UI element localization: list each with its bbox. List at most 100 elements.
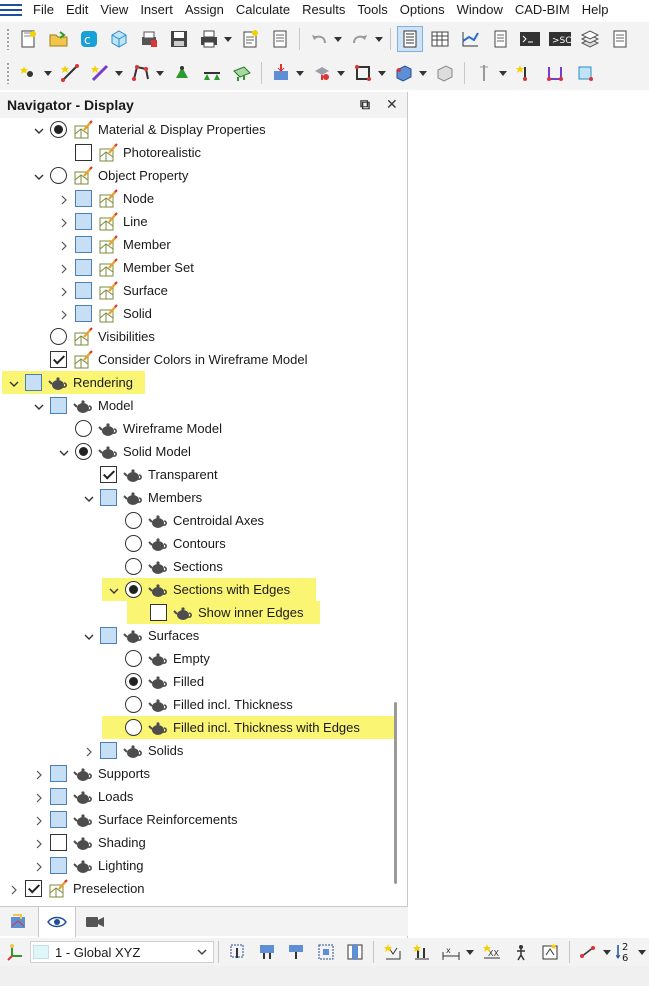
- menu-help[interactable]: Help: [581, 2, 609, 17]
- view-node-icon[interactable]: [225, 939, 250, 965]
- tab-data[interactable]: [0, 907, 38, 937]
- tree-item[interactable]: Contours: [0, 532, 396, 555]
- tree-item[interactable]: Consider Colors in Wireframe Model: [0, 348, 396, 371]
- chevron-right-icon[interactable]: [34, 837, 44, 849]
- radio-button[interactable]: [125, 512, 142, 529]
- checkbox[interactable]: [25, 880, 42, 897]
- redo-dropdown-icon[interactable]: [375, 36, 383, 42]
- checkbox[interactable]: [75, 144, 92, 161]
- print-preview-icon[interactable]: [136, 26, 162, 52]
- float-window-icon[interactable]: ⧉: [360, 96, 370, 112]
- radio-button[interactable]: [125, 535, 142, 552]
- chevron-down-icon[interactable]: [34, 400, 44, 410]
- tree-item[interactable]: Shading: [0, 831, 396, 854]
- node-dropdown-icon[interactable]: [44, 70, 52, 76]
- print-dropdown-icon[interactable]: [224, 36, 232, 42]
- checkbox[interactable]: [100, 742, 117, 759]
- support-new-icon[interactable]: [169, 60, 195, 86]
- checkbox[interactable]: [50, 765, 67, 782]
- support-line-icon[interactable]: [199, 60, 225, 86]
- tree-item[interactable]: Sections: [0, 555, 396, 578]
- frame-icon[interactable]: [350, 60, 376, 86]
- member-new-icon[interactable]: [87, 60, 113, 86]
- chevron-right-icon[interactable]: [34, 814, 44, 826]
- load-wizard-dropdown-icon[interactable]: [337, 70, 345, 76]
- box-icon[interactable]: [432, 60, 458, 86]
- menu-edit[interactable]: Edit: [65, 2, 89, 17]
- undo-dropdown-icon[interactable]: [334, 36, 342, 42]
- checkbox[interactable]: [50, 811, 67, 828]
- new-model-icon[interactable]: [16, 26, 42, 52]
- view-frame-icon[interactable]: [313, 939, 338, 965]
- tree-item[interactable]: Lighting: [0, 854, 396, 877]
- show-members-icon[interactable]: [410, 939, 435, 965]
- show-dimensions-icon[interactable]: x: [439, 939, 464, 965]
- solid-block-icon[interactable]: [391, 60, 417, 86]
- menu-results[interactable]: Results: [302, 2, 346, 17]
- tab-views[interactable]: [76, 907, 114, 937]
- tree-item[interactable]: Show inner Edges: [0, 601, 396, 624]
- checkbox[interactable]: [75, 213, 92, 230]
- tree-item[interactable]: Solid Model: [0, 440, 396, 463]
- radio-button[interactable]: [75, 420, 92, 437]
- graph-icon[interactable]: [457, 26, 483, 52]
- menu-cad-bim[interactable]: CAD-BIM: [514, 2, 570, 17]
- show-figure-icon[interactable]: [508, 939, 533, 965]
- frame-dropdown-icon[interactable]: [378, 70, 386, 76]
- node-mark-icon[interactable]: [512, 60, 538, 86]
- print-icon[interactable]: [196, 26, 222, 52]
- toolbar-grip[interactable]: [6, 62, 10, 84]
- redo-icon[interactable]: [347, 26, 373, 52]
- chevron-right-icon[interactable]: [59, 308, 69, 320]
- tree-item[interactable]: Preselection: [0, 877, 396, 898]
- node-new-icon[interactable]: [16, 60, 42, 86]
- dimensions-dropdown-icon[interactable]: [466, 949, 475, 955]
- show-xx-icon[interactable]: XX: [479, 939, 504, 965]
- view-support-icon[interactable]: [255, 939, 280, 965]
- view-member-icon[interactable]: [284, 939, 309, 965]
- chevron-right-icon[interactable]: [34, 860, 44, 872]
- chevron-right-icon[interactable]: [59, 216, 69, 228]
- checkbox[interactable]: [50, 857, 67, 874]
- tree-item[interactable]: Photorealistic: [0, 141, 396, 164]
- close-icon[interactable]: ✕: [386, 96, 398, 112]
- chevron-right-icon[interactable]: [59, 239, 69, 251]
- chevron-right-icon[interactable]: [59, 193, 69, 205]
- show-values-icon[interactable]: [538, 939, 563, 965]
- tree-item[interactable]: Filled: [0, 670, 396, 693]
- numbering-dropdown-icon[interactable]: [637, 949, 646, 955]
- coordinate-system-icon[interactable]: [6, 939, 24, 965]
- support-surface-icon[interactable]: [229, 60, 255, 86]
- open-folder-icon[interactable]: [46, 26, 72, 52]
- view-section-icon[interactable]: [342, 939, 367, 965]
- checkbox[interactable]: [75, 282, 92, 299]
- tree-item[interactable]: Model: [0, 394, 396, 417]
- navigator-panel-icon[interactable]: [397, 26, 423, 52]
- radio-button[interactable]: [75, 443, 92, 460]
- tree-item[interactable]: Surfaces: [0, 624, 396, 647]
- checkbox[interactable]: [50, 788, 67, 805]
- undo-icon[interactable]: [306, 26, 332, 52]
- tree-item[interactable]: Object Property: [0, 164, 396, 187]
- radio-button[interactable]: [125, 719, 142, 736]
- load-dropdown-icon[interactable]: [296, 70, 304, 76]
- script-sc-icon[interactable]: >SC: [547, 26, 573, 52]
- tree-item[interactable]: Member: [0, 233, 396, 256]
- radio-button[interactable]: [125, 650, 142, 667]
- menu-tools[interactable]: Tools: [357, 2, 388, 17]
- member-dropdown-icon[interactable]: [115, 70, 123, 76]
- tree-item[interactable]: Filled incl. Thickness with Edges: [0, 716, 396, 739]
- document-icon[interactable]: [487, 26, 513, 52]
- radio-button[interactable]: [50, 167, 67, 184]
- menu-window[interactable]: Window: [456, 2, 503, 17]
- tree-item[interactable]: Empty: [0, 647, 396, 670]
- layers-icon[interactable]: [577, 26, 603, 52]
- member-set-icon[interactable]: [542, 60, 568, 86]
- tree-item[interactable]: Solid: [0, 302, 396, 325]
- load-new-icon[interactable]: [268, 60, 294, 86]
- menu-options[interactable]: Options: [399, 2, 445, 17]
- chevron-right-icon[interactable]: [59, 285, 69, 297]
- radio-button[interactable]: [50, 328, 67, 345]
- console-icon[interactable]: [517, 26, 543, 52]
